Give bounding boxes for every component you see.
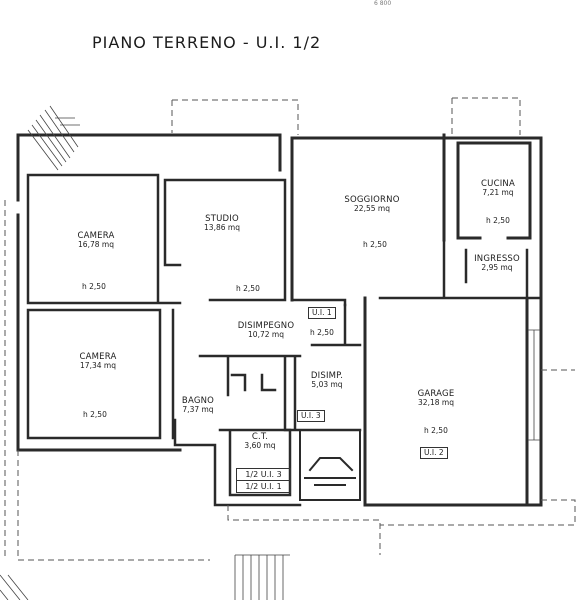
unit-tag-ui1: U.I. 1 [308, 307, 336, 319]
north-right-walls [456, 141, 532, 240]
dashed-boundary-right [380, 369, 576, 526]
bagno-walls [173, 373, 302, 507]
height-camera-1: h 2,50 [82, 282, 106, 291]
camera-2-walls [26, 308, 162, 440]
shared-tag-ui3: 1/2 U.I. 3 [236, 468, 291, 481]
room-label-ct: C.T.3,60 mq [244, 432, 276, 451]
height-studio: h 2,50 [236, 284, 260, 293]
soggiorno-walls [290, 238, 543, 307]
garage-window [528, 329, 540, 441]
height-cucina: h 2,50 [486, 216, 510, 225]
outer-wall [16, 133, 543, 452]
height-garage: h 2,50 [424, 426, 448, 435]
studio-walls [163, 178, 287, 302]
stair-walls [299, 429, 361, 501]
shared-tag-ui1: 1/2 U.I. 1 [236, 481, 291, 493]
exterior-steps-bottom [234, 554, 290, 600]
height-camera-2: h 2,50 [83, 410, 107, 419]
sheet-reference: 6 800 [374, 0, 392, 7]
dashed-boundary-top-right [451, 97, 521, 135]
dashed-boundary-bottom-left [17, 450, 381, 561]
exterior-steps-bottom-left [0, 574, 29, 600]
exterior-steps-top-left [27, 105, 80, 171]
shared-ownership-tags: 1/2 U.I. 3 1/2 U.I. 1 [236, 468, 291, 493]
dashed-boundary-top-center [171, 99, 299, 135]
unit-tag-ui2: U.I. 2 [420, 447, 448, 459]
garage-walls [363, 296, 543, 507]
unit-tag-ui3: U.I. 3 [297, 410, 325, 422]
camera-1-walls [26, 173, 182, 305]
plan-title: PIANO TERRENO - U.I. 1/2 [92, 33, 322, 52]
height-disimpegno: h 2,50 [310, 328, 334, 337]
height-soggiorno: h 2,50 [363, 240, 387, 249]
room-label-disimp: DISIMP.5,03 mq [310, 371, 344, 390]
